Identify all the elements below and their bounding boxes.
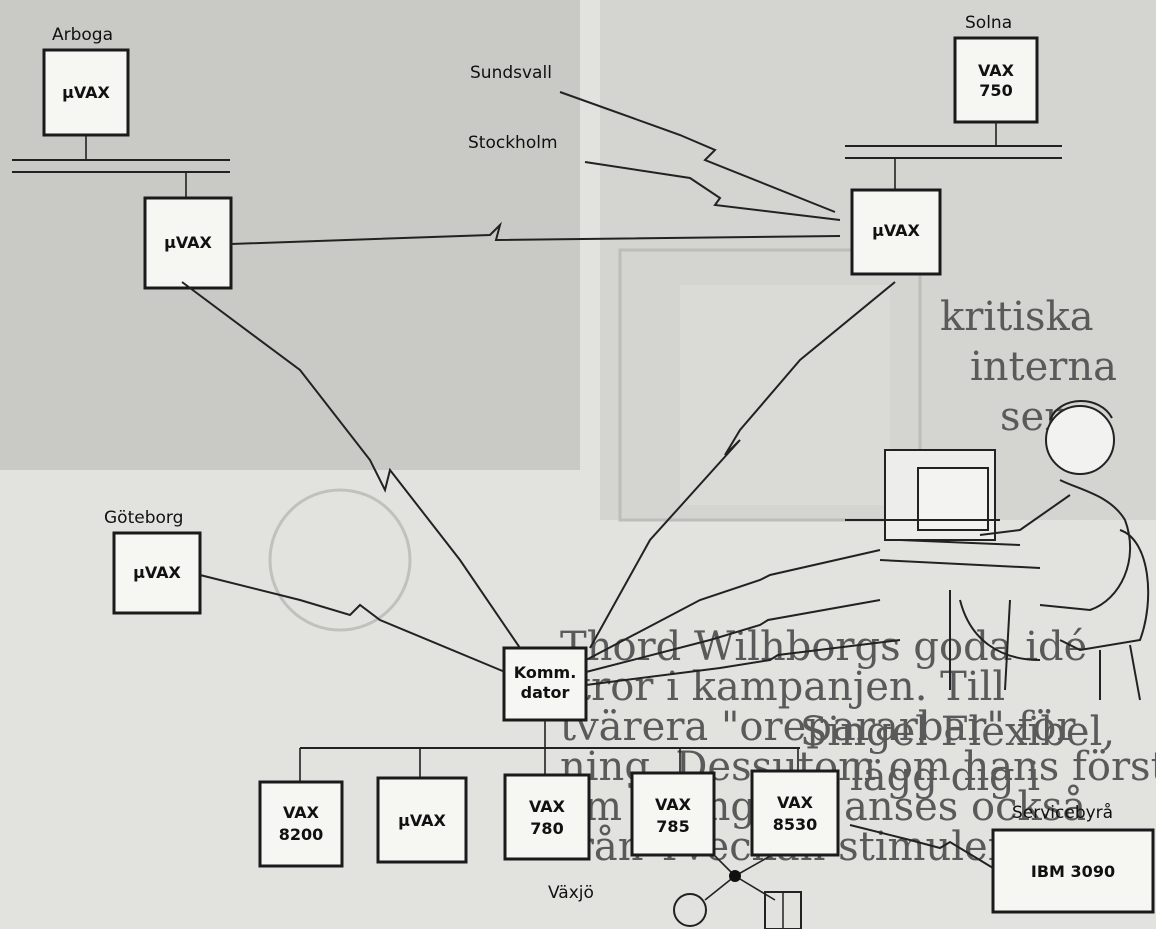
node-vaxjo-uvax: µVAX xyxy=(376,776,468,864)
node-vax780-label-2: 780 xyxy=(530,819,563,838)
node-vax8200: VAX 8200 xyxy=(258,780,344,868)
bg-text-7: kritiska xyxy=(940,294,1094,340)
node-vaxjo-uvax-label: µVAX xyxy=(398,811,446,830)
node-vax8200-label-1: VAX xyxy=(283,803,320,822)
link-right-uvax-komm xyxy=(589,281,896,649)
node-vax780: VAX 780 xyxy=(503,773,591,861)
bg-text-8: interna xyxy=(970,344,1117,390)
node-right-uvax: µVAX xyxy=(850,188,942,276)
bg-text-10: Singel Flexibel, xyxy=(800,709,1115,755)
bg-text-3: tvärera "orepararbar" för xyxy=(560,704,1076,750)
node-solna-vax750-label-1: VAX xyxy=(978,61,1015,80)
node-vax785-label-1: VAX xyxy=(655,795,692,814)
node-vax8530: VAX 8530 xyxy=(750,769,840,857)
link-komm-terminal-2 xyxy=(585,599,881,673)
bg-text-11: lägg dig i xyxy=(850,754,1040,800)
node-arboga-uvax-label: µVAX xyxy=(62,83,110,102)
node-arboga-uvax: µVAX xyxy=(42,48,130,137)
node-goteborg-uvax: µVAX xyxy=(112,531,202,615)
lan-bus-arboga xyxy=(12,159,230,173)
node-solna-vax750-label-2: 750 xyxy=(979,81,1012,100)
link-left-uvax-komm xyxy=(181,281,521,649)
link-komm-terminal-1 xyxy=(585,549,881,661)
bg-text-2: tror i kampanjen. Till xyxy=(575,664,1005,710)
label-solna: Solna xyxy=(965,13,1012,33)
terminal-user-illustration xyxy=(845,400,1150,701)
node-ibm3090-label: IBM 3090 xyxy=(1031,862,1115,881)
node-vax780-label-1: VAX xyxy=(529,797,566,816)
bg-text-1: Thord Wilhborgs goda idé xyxy=(560,624,1087,670)
background-page: Thord Wilhborgs goda idé tror i kampanje… xyxy=(0,0,1156,870)
lan-bus-solna xyxy=(845,145,1062,159)
node-komm-dator: Komm. dator xyxy=(502,646,588,722)
label-goteborg: Göteborg xyxy=(104,508,183,528)
wan-links xyxy=(181,91,994,869)
label-arboga: Arboga xyxy=(52,25,113,45)
star-coupler xyxy=(673,854,802,929)
label-servicebyra: Servicebyrå xyxy=(1012,802,1113,823)
node-goteborg-uvax-label: µVAX xyxy=(133,563,181,582)
node-komm-dator-label-1: Komm. xyxy=(514,663,577,682)
node-komm-dator-label-2: dator xyxy=(521,683,570,702)
node-left-uvax-label: µVAX xyxy=(164,233,212,252)
label-sundsvall: Sundsvall xyxy=(470,63,552,83)
node-solna-vax750: VAX 750 xyxy=(953,36,1039,124)
node-vax785: VAX 785 xyxy=(630,771,716,857)
link-stockholm-right-uvax xyxy=(584,161,841,221)
node-vax8200-label-2: 8200 xyxy=(279,825,324,844)
node-left-uvax: µVAX xyxy=(143,196,233,290)
link-vax8530-ibm3090 xyxy=(849,824,994,869)
label-vaxjo: Växjö xyxy=(548,883,594,903)
node-vax785-label-2: 785 xyxy=(656,817,689,836)
node-vax8530-label-2: 8530 xyxy=(773,815,818,834)
node-right-uvax-label: µVAX xyxy=(872,221,920,240)
link-left-uvax-right-uvax xyxy=(230,221,841,245)
link-komm-terminal-3 xyxy=(585,639,901,686)
node-ibm3090: IBM 3090 xyxy=(991,828,1155,914)
link-sundsvall-right-uvax xyxy=(559,91,836,213)
link-goteborg-komm xyxy=(199,574,506,673)
node-vax8530-label-1: VAX xyxy=(777,793,814,812)
label-stockholm: Stockholm xyxy=(468,133,558,153)
